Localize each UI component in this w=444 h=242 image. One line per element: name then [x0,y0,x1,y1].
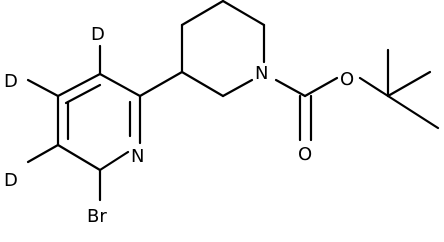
bond-pip-c4-c5 [180,0,225,27]
bond-pip-c2-c3 [180,70,225,98]
boc-group [274,48,440,142]
pyridine-ring [56,72,142,172]
bond-c6-c5 [56,143,102,172]
bond-c4-c3-inner [64,83,102,105]
atom-label-bromine: Br [87,206,107,227]
atom-label-d-left: D [4,71,18,92]
bond-pip-n-c2 [221,78,254,98]
bond-c4-c3 [56,72,102,98]
bond-cq-me-right [386,70,432,98]
bond-n1-c6 [98,150,130,172]
bond-c3-c2 [98,72,142,98]
atom-label-ester-o: O [340,69,354,90]
bond-pip-c5-c6 [221,0,266,27]
bond-carbonyl-ester-o [303,76,339,98]
atom-label-d-bottom: D [4,170,18,191]
bond-pyridine-piperidine [138,70,184,98]
bond-c5-d [26,143,60,164]
bond-ester-o-cq [358,76,390,98]
bond-c4-d [26,78,60,98]
bond-n-carbonyl [274,78,307,98]
atom-label-carbonyl-o: O [298,144,312,165]
atom-label-d-top: D [91,24,105,45]
substituent-bonds [26,44,102,202]
piperidine-ring [180,0,266,98]
bond-cq-me-bottom [386,94,440,130]
atom-label-pyridine-n: N [131,146,144,167]
atom-label-piperidine-n: N [255,63,268,84]
